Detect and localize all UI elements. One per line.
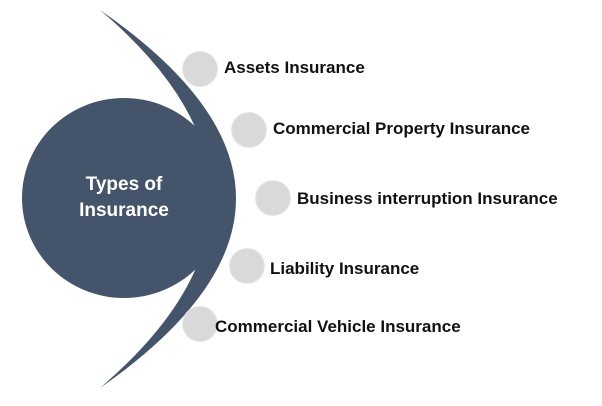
node-dot-commercial-property [232,113,266,147]
item-label-business-interruption: Business interruption Insurance [297,189,558,208]
hub-title-line-2: Insurance [79,200,169,221]
item-label-commercial-vehicle: Commercial Vehicle Insurance [215,317,461,336]
hub-circle: Types of Insurance [22,98,226,298]
item-label-liability: Liability Insurance [270,259,420,278]
node-dot-commercial-vehicle [183,307,217,341]
crescent-arc [100,10,236,388]
hub-title-line-1: Types of [85,174,163,195]
node-dot-liability [230,249,264,283]
node-dot-assets [183,52,217,86]
item-label-assets: Assets Insurance [224,58,365,77]
item-label-commercial-property: Commercial Property Insurance [273,119,530,138]
node-dot-business-interruption [256,181,290,215]
